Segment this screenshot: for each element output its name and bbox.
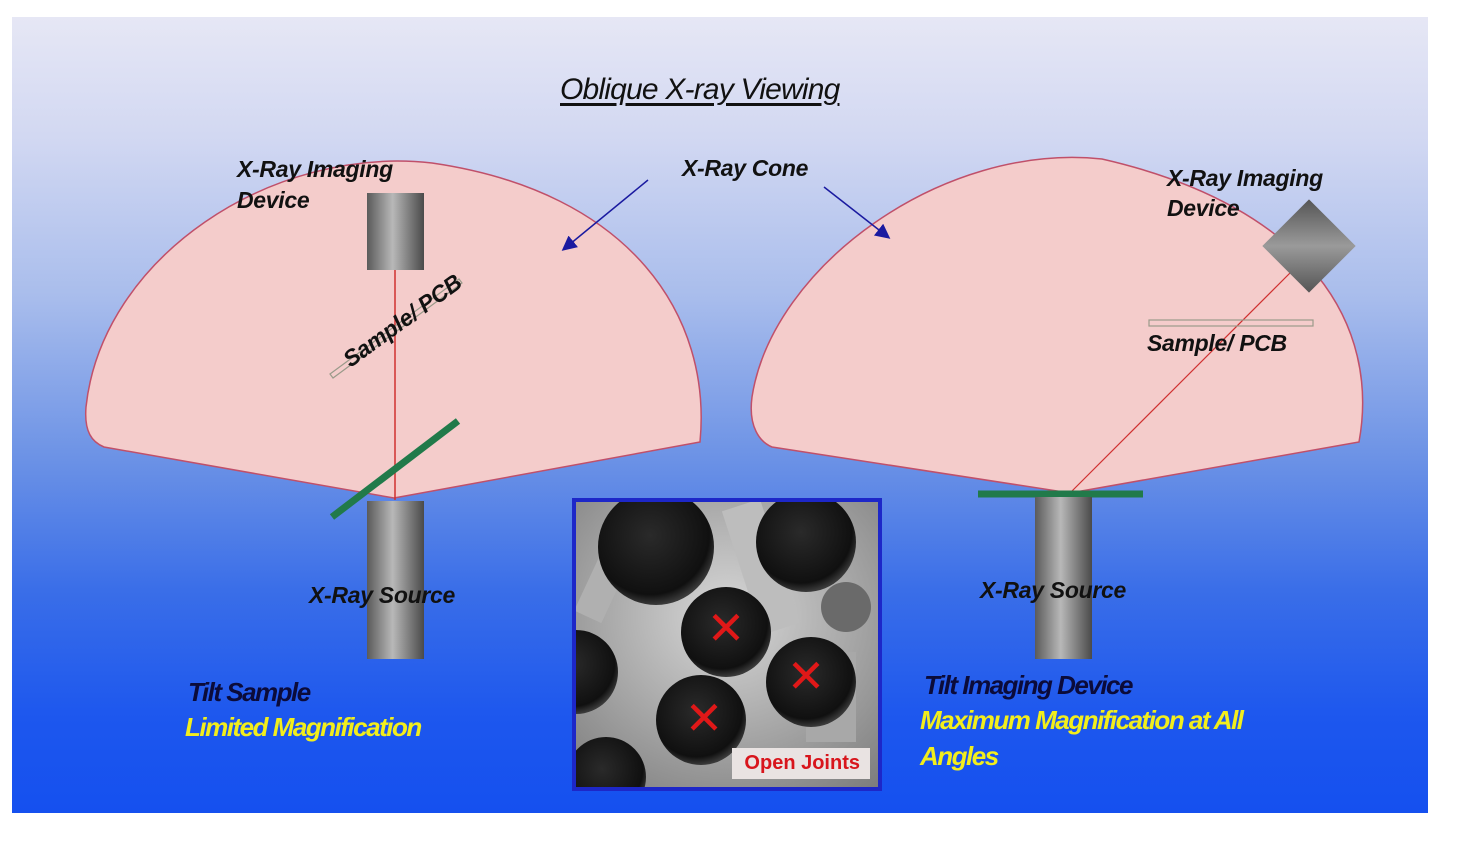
slide-background: Oblique X-ray Viewing X-Ray Cone X-Ray I… [12,17,1428,813]
left-imaging-device-label-line1: X-Ray Imaging [237,156,393,182]
right-sample-outline [1148,319,1314,327]
xray-cone-label: X-Ray Cone [682,155,809,181]
right-imaging-device-label-line2: Device [1167,195,1240,221]
open-joint-marker-1: ✕ [707,601,746,655]
cone-arrow-left [561,179,649,251]
right-source-label: X-Ray Source [980,577,1126,603]
left-caption-title: Tilt Sample [188,677,311,707]
left-imaging-device-label-line2: Device [237,187,310,213]
xray-photo-image: ✕ ✕ ✕ [576,502,878,787]
right-caption-subtitle-line1: Maximum Magnification at All [920,705,1244,735]
right-caption-title: Tilt Imaging Device [924,670,1133,700]
right-imaging-device [1262,199,1356,293]
left-xray-source [367,501,424,659]
left-xray-cone [84,160,702,499]
right-xray-beam [1069,268,1295,494]
cone-arrow-right [823,186,891,239]
open-joints-label: Open Joints [732,748,870,779]
right-imaging-device-label-line1: X-Ray Imaging [1167,165,1323,191]
open-joint-marker-3: ✕ [685,691,724,745]
left-imaging-device [367,193,424,270]
xray-photo-inset: ✕ ✕ ✕ Open Joints [572,498,882,791]
right-sample-label: Sample/ PCB [1147,330,1287,356]
right-xray-cone [750,156,1364,494]
oblique-xray-diagram [84,156,1364,659]
left-sample-outline [329,278,463,379]
open-joint-marker-2: ✕ [787,649,826,703]
left-caption-subtitle: Limited Magnification [185,712,422,742]
right-caption-subtitle-line2: Angles [920,741,999,771]
left-source-label: X-Ray Source [309,582,455,608]
right-xray-source [1035,497,1092,659]
diagram-title: Oblique X-ray Viewing [560,73,840,106]
left-tilted-pcb [329,418,461,520]
